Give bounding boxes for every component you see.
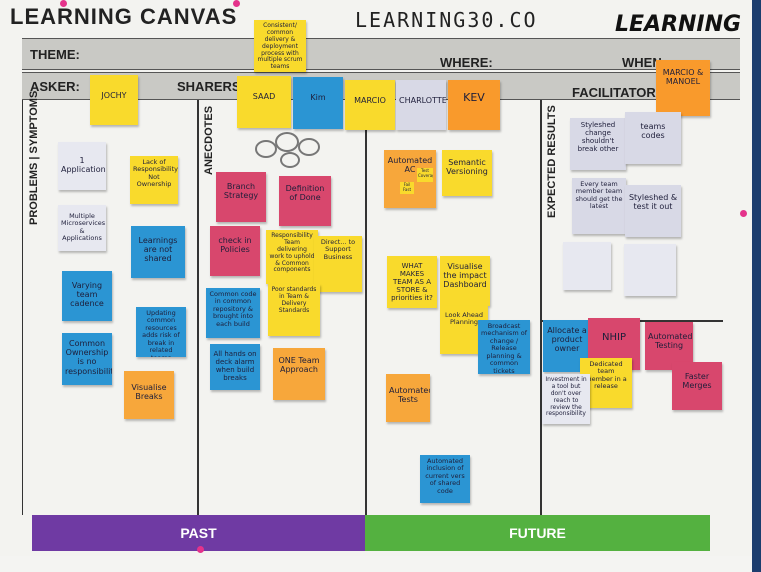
- sticky-note-idea[interactable]: WHAT MAKES TEAM AS A STORE & priorities …: [387, 256, 437, 308]
- sticky-note-problem[interactable]: Learnings are not shared: [131, 226, 185, 278]
- anecdotes-column-label: ANECDOTES: [203, 105, 215, 175]
- canvas-title: LEARNING CANVAS: [10, 4, 238, 29]
- sticky-note-problem[interactable]: Visualise Breaks: [124, 371, 174, 419]
- sticky-note-problem[interactable]: Lack of Responsibility Not Ownership: [130, 156, 178, 204]
- future-band: FUTURE: [365, 515, 710, 551]
- theme-label: THEME:: [30, 47, 80, 62]
- sticky-note-result-blank[interactable]: [563, 242, 611, 290]
- sticky-note-sharer[interactable]: SAAD: [237, 76, 291, 128]
- site-url: LEARNING30.CO: [355, 8, 538, 32]
- sticky-note-result[interactable]: Styleshed change shouldn't break other: [570, 118, 626, 170]
- sticky-note-idea[interactable]: Semantic Versioning: [442, 150, 492, 196]
- sticky-note-anecdote[interactable]: Common code in common repository & broug…: [206, 288, 260, 338]
- sticky-note-anecdote[interactable]: Responsibility Team delivering work to u…: [266, 230, 318, 284]
- magnet-pin: [60, 0, 67, 7]
- sticky-note-result[interactable]: Faster Merges: [672, 362, 722, 410]
- col-divider-3: [540, 100, 542, 515]
- where-label: WHERE:: [440, 55, 493, 70]
- board-tray: [0, 556, 761, 572]
- magnet-pin: [197, 546, 204, 553]
- sticky-note-anecdote[interactable]: All hands on deck alarm when build break…: [210, 344, 260, 390]
- sticky-note-problem[interactable]: 1 Application: [58, 142, 106, 190]
- sticky-note-asker[interactable]: JOCHY: [90, 75, 138, 125]
- sticky-note-result[interactable]: Investment in a tool but don't over reac…: [542, 374, 590, 424]
- thought-cloud: [255, 140, 277, 158]
- thought-cloud: [275, 132, 299, 152]
- sticky-note-sharer[interactable]: MARCIO: [345, 80, 395, 130]
- left-border: [22, 100, 23, 515]
- magnet-pin: [233, 0, 240, 7]
- sticky-note-problem[interactable]: Multiple Microservices & Applications: [58, 205, 106, 251]
- sticky-note-idea[interactable]: Test Coverage: [417, 168, 433, 182]
- sticky-note-facilitator[interactable]: MARCIO & MANOEL: [656, 60, 710, 116]
- sticky-note-idea[interactable]: Automated inclusion of current vers of s…: [420, 455, 470, 503]
- sticky-note-sharer[interactable]: CHARLOTTE: [396, 80, 446, 130]
- sticky-note-idea[interactable]: Broadcast mechanism of change / Release …: [478, 320, 530, 374]
- sticky-note-anecdote[interactable]: ONE Team Approach: [273, 348, 325, 400]
- expected-column-label: EXPECTED RESULTS: [546, 105, 558, 218]
- sticky-note-anecdote[interactable]: Definition of Done: [279, 176, 331, 226]
- sticky-note-sharer[interactable]: Kim: [293, 77, 343, 129]
- sticky-note-anecdote[interactable]: Branch Strategy: [216, 172, 266, 222]
- sticky-note-anecdote[interactable]: check in Policies: [210, 226, 260, 276]
- sticky-note-theme[interactable]: Consistent/ common delivery & deployment…: [254, 20, 306, 72]
- sticky-note-anecdote[interactable]: Poor standards in Team & Delivery Standa…: [268, 284, 320, 336]
- sticky-note-anecdote[interactable]: Direct... to Support Business: [314, 236, 362, 292]
- sticky-note-problem[interactable]: Common Ownership is no responsibility: [62, 333, 112, 385]
- facilitator-label: FACILITATOR:: [572, 85, 661, 100]
- theme-row: THEME: WHERE: WHEN:: [22, 38, 740, 70]
- sticky-note-result[interactable]: teams codes: [625, 112, 681, 164]
- col-divider-1: [197, 100, 199, 515]
- magnet-pin: [740, 210, 747, 217]
- when-label: WHEN:: [622, 55, 667, 70]
- sharers-label: SHARERS:: [177, 79, 245, 94]
- problems-column-label: PROBLEMS | SYMPTOMS: [28, 90, 40, 225]
- sticky-note-idea[interactable]: Visualise the impact Dashboard: [440, 256, 490, 306]
- sticky-note-result-blank[interactable]: [624, 244, 676, 296]
- col-divider-2: [365, 100, 367, 515]
- sticky-note-problem[interactable]: Updating common resources adds risk of b…: [136, 307, 186, 357]
- sticky-note-problem[interactable]: Varying team cadence: [62, 271, 112, 321]
- sticky-note-result[interactable]: Styleshed & test it out: [625, 185, 681, 237]
- sticky-note-sharer[interactable]: KEV: [448, 80, 500, 130]
- sticky-note-result[interactable]: Every team member team should get the la…: [572, 178, 626, 234]
- past-band: PAST: [32, 515, 365, 551]
- backdrop-edge: [752, 0, 761, 572]
- sticky-note-idea[interactable]: Automated Tests: [386, 374, 430, 422]
- asker-label: ASKER:: [30, 79, 80, 94]
- thought-cloud: [280, 152, 300, 168]
- sticky-note-idea[interactable]: Fail Fast: [400, 182, 414, 194]
- thought-cloud: [298, 138, 320, 156]
